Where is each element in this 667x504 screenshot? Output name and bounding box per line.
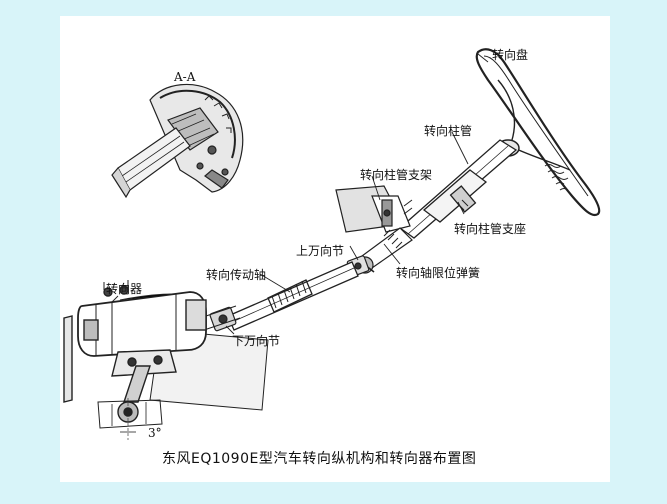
steering-column-drawing xyxy=(398,139,518,239)
label-steering-gear: 转向器 xyxy=(106,282,143,296)
label-lower-ujoint: 下万向节 xyxy=(232,334,281,348)
label-axial-spring: 转向轴限位弹簧 xyxy=(396,266,481,280)
steering-gear-drawing xyxy=(63,280,269,440)
drive-shaft-drawing xyxy=(227,261,359,331)
leader-lines xyxy=(111,53,489,335)
diagram-panel xyxy=(60,16,610,482)
label-column-bracket: 转向柱管支架 xyxy=(360,168,433,182)
column-bracket-drawing xyxy=(335,185,413,233)
steering-wheel-drawing xyxy=(475,48,601,217)
angle-label: 3° xyxy=(148,426,162,440)
section-aa-label: A-A xyxy=(174,70,196,84)
figure-caption: 东风EQ1090E型汽车转向纵机构和转向器布置图 xyxy=(162,451,477,467)
label-steering-wheel: 转向盘 xyxy=(492,48,529,62)
label-column-support: 转向柱管支座 xyxy=(454,222,527,236)
section-aa-drawing xyxy=(111,83,244,199)
label-upper-ujoint: 上万向节 xyxy=(296,244,345,258)
label-steering-column: 转向柱管 xyxy=(424,124,473,138)
label-drive-shaft: 转向传动轴 xyxy=(206,268,267,282)
